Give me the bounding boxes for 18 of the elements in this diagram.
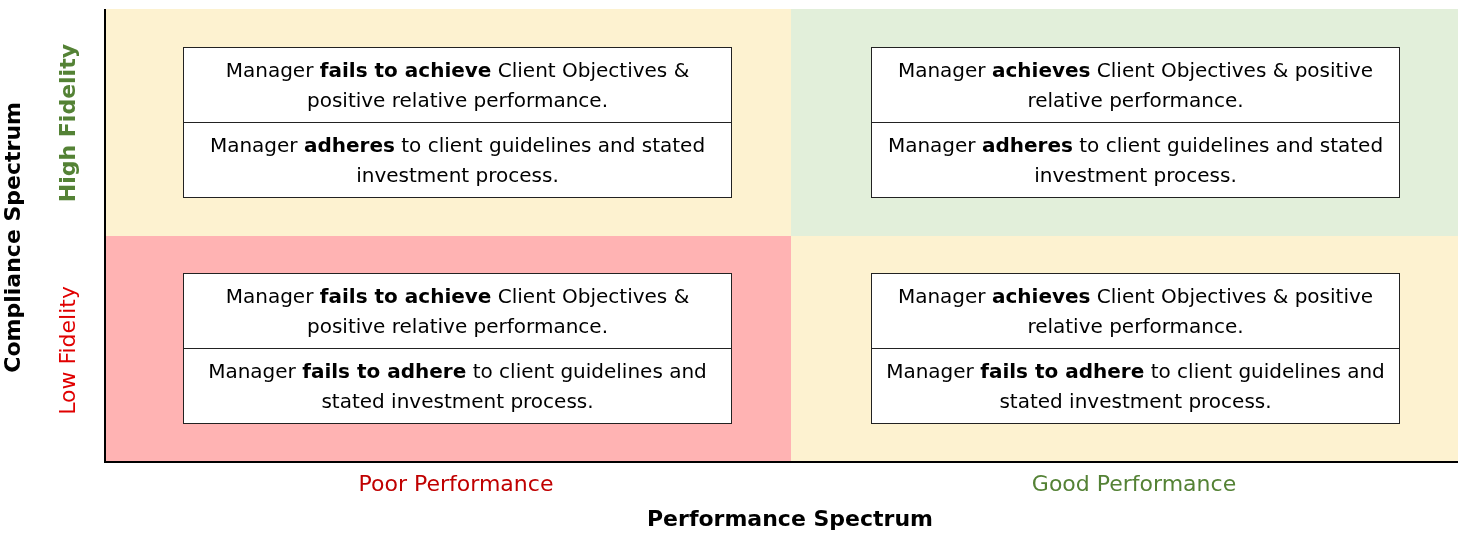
statement-card [183,273,732,424]
statement-card [871,47,1400,198]
axis-title: Compliance Spectrum [0,101,25,373]
statement-text: Manager fails to achieve Client Objectives & positive relative performance. [224,57,691,114]
statement-text: Manager achieves Client Objectives & positive relative performance. [896,57,1375,114]
statement-text: Manager achieves Client Objectives & positive relative performance. [896,283,1375,340]
axis-label: High Fidelity [54,43,80,203]
statement-text: Manager fails to adhere to client guidelines and stated investment process. [207,358,708,415]
statement-card [183,47,732,198]
statement-text: Manager adheres to client guidelines and stated investment process. [208,132,707,189]
axis-title: Performance Spectrum [647,505,933,531]
statement-text: Manager fails to adhere to client guidelines and stated investment process. [885,358,1386,415]
statement-text: Manager adheres to client guidelines and stated investment process. [886,132,1385,189]
axis-label: Good Performance [1031,470,1237,496]
axis-label: Poor Performance [358,470,554,496]
axis-label: Low Fidelity [54,285,80,415]
statement-card [871,273,1400,424]
statement-text: Manager fails to achieve Client Objectives & positive relative performance. [224,283,691,340]
